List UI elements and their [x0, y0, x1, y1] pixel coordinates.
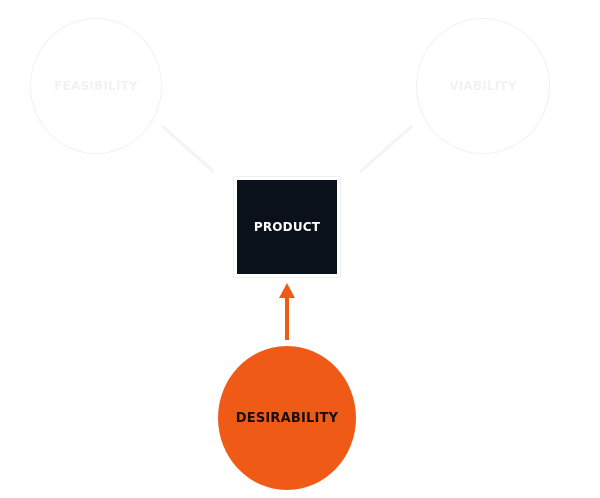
feasibility-label: FEASIBILITY [54, 79, 138, 93]
product-label: PRODUCT [253, 220, 321, 234]
viability-connector [359, 124, 413, 174]
product-node: PRODUCT [237, 180, 337, 274]
viability-node: VIABILITY [416, 18, 550, 154]
desirability-label: DESIRABILITY [235, 410, 339, 426]
desirability-node: DESIRABILITY [218, 346, 356, 490]
viability-label: VIABILITY [449, 79, 517, 93]
feasibility-connector [161, 124, 215, 174]
desirability-arrow-head [279, 283, 295, 298]
feasibility-node: FEASIBILITY [30, 18, 162, 154]
